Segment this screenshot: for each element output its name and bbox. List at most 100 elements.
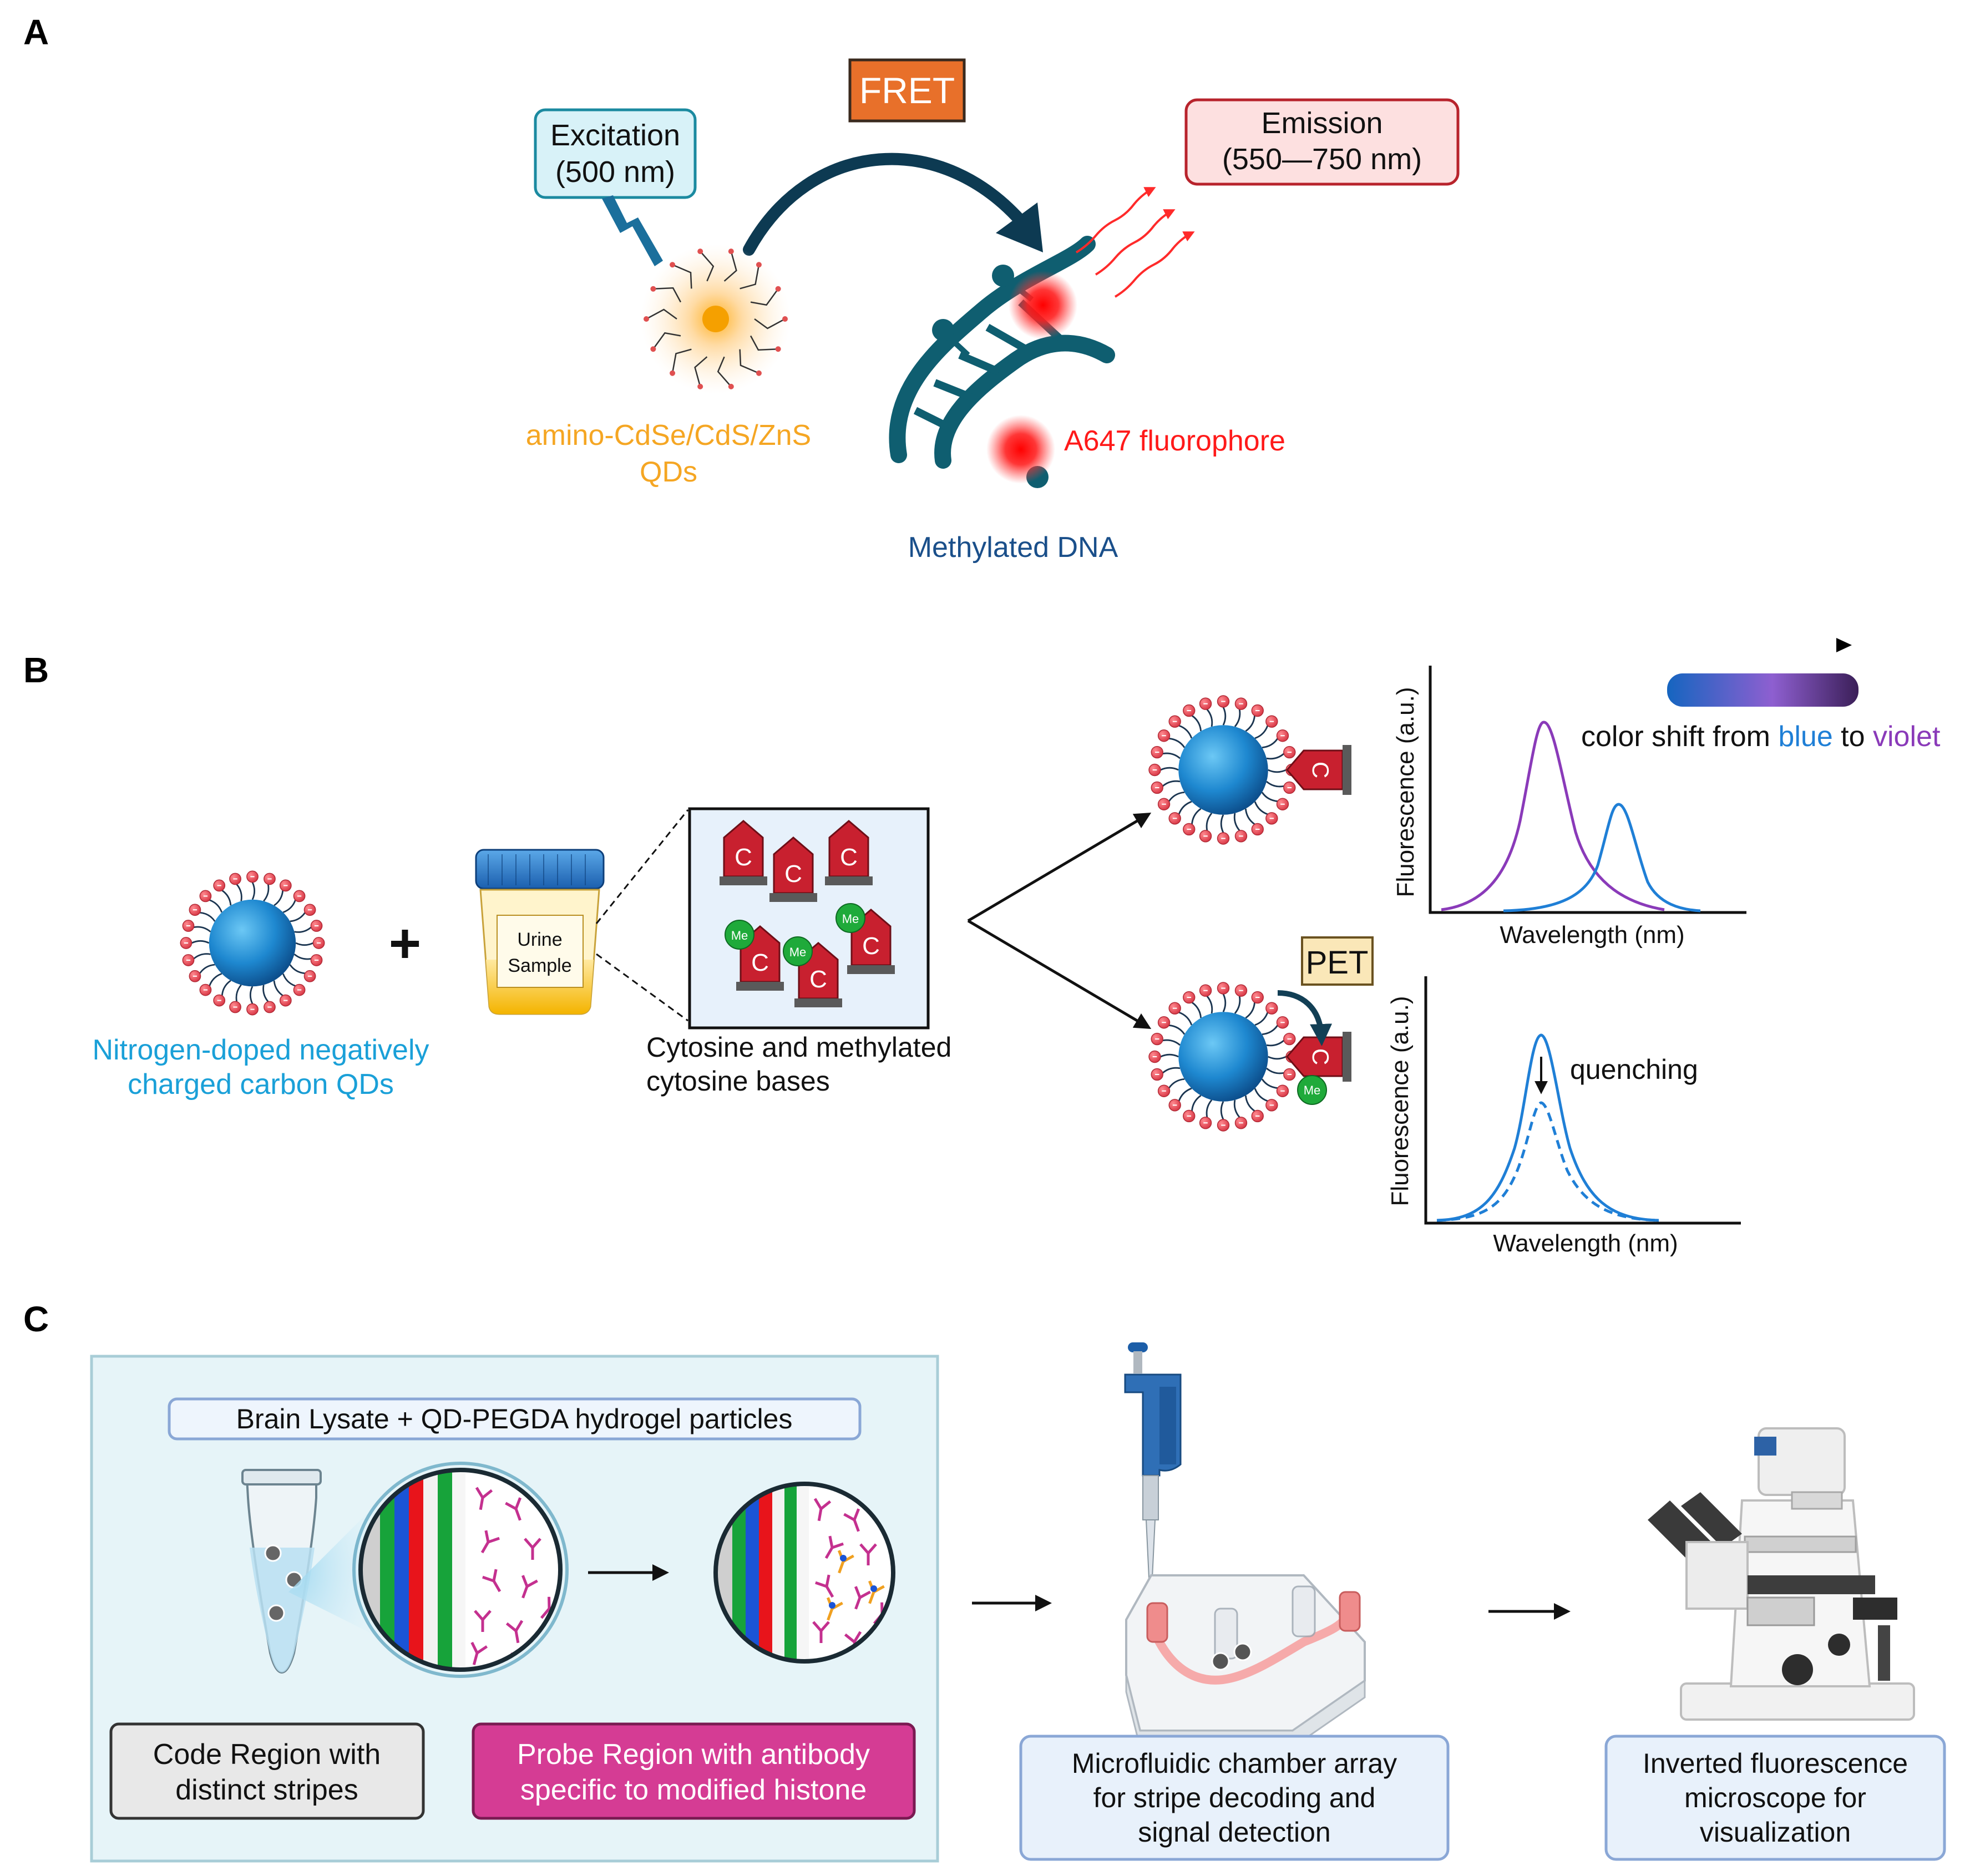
eppendorf-tube-icon [241, 1469, 322, 1674]
bases-label-line2: cytosine bases [646, 1066, 830, 1097]
lysate-label: Brain Lysate + QD-PEGDA hydrogel particl… [236, 1403, 793, 1434]
urine-label-line2: Sample [508, 955, 571, 976]
pet-label: PET [1306, 945, 1369, 981]
plot-top-xlabel: Wavelength (nm) [1500, 921, 1684, 949]
urine-sample-cup-icon: Urine Sample [475, 849, 605, 1015]
color-shift-violet: violet [1873, 721, 1941, 753]
fret-arrowhead-icon [996, 202, 1043, 252]
fret-label: FRET [859, 70, 955, 111]
plot-top-ylabel: Fluorescence (a.u.) [1392, 687, 1419, 897]
fret-arrow-icon [743, 153, 1032, 256]
pet-label-box: PET [1301, 936, 1374, 986]
probe-label-line2: specific to modified histone [520, 1774, 867, 1806]
svg-text:C: C [809, 966, 827, 993]
blue-spectrum-line [1503, 803, 1701, 912]
pet-arrow-icon [1277, 990, 1333, 1046]
scope-label-line1: Inverted fluorescence [1643, 1748, 1908, 1779]
lightning-bolt-icon [602, 195, 663, 266]
excitation-line1: Excitation [550, 119, 680, 152]
fluorophore-glow-top [1009, 271, 1077, 339]
quenched-spectrum-line [1436, 1101, 1659, 1222]
microscope-label-box: Inverted fluorescence microscope for vis… [1604, 1735, 1946, 1861]
svg-text:C: C [862, 932, 880, 960]
svg-text:C: C [1308, 762, 1334, 778]
zoom-cone [288, 1503, 377, 1636]
panel-c-letter: C [23, 1299, 49, 1339]
quenching-label: quenching [1570, 1054, 1698, 1085]
methylated-dna-icon [889, 236, 1115, 488]
emission-line1: Emission [1261, 107, 1382, 140]
color-shift-caption: color shift from blue to violet [1581, 721, 1941, 753]
svg-text:Me: Me [789, 945, 807, 959]
pipette-icon [1124, 1342, 1182, 1611]
chip-label-line1: Microfluidic chamber array [1072, 1748, 1397, 1779]
panel-b-letter: B [23, 650, 49, 690]
shift-arrowhead-icon [1836, 638, 1852, 652]
excitation-label-box: Excitation (500 nm) [534, 108, 697, 199]
probe-region-box: Probe Region with antibody specific to m… [472, 1722, 916, 1820]
fluorophore-glow-bottom [986, 415, 1055, 484]
plot-top-spectrum: Fluorescence (a.u.) Wavelength (nm) [1392, 666, 1746, 949]
plus-sign: + [389, 912, 421, 975]
panel-c: C Brain Lysate + QD-PEGDA hydrogel parti… [23, 1299, 1946, 1863]
qd-label-line1: amino-CdSe/CdS/ZnS [526, 419, 811, 452]
dna-label: Methylated DNA [908, 531, 1118, 564]
branch-arrow-bottom [967, 919, 1152, 1030]
probe-label-line1: Probe Region with antibody [517, 1738, 870, 1771]
original-spectrum-line [1436, 1033, 1659, 1222]
plot-bottom-xlabel: Wavelength (nm) [1493, 1230, 1678, 1257]
svg-text:C: C [751, 949, 769, 976]
code-label-line2: distinct stripes [175, 1774, 358, 1806]
panel-a: A FRET Excitation (500 nm) Emission (550… [23, 12, 1460, 564]
plot-top-axes [1429, 666, 1746, 914]
svg-text:C: C [784, 860, 802, 888]
plot-bottom-ylabel: Fluorescence (a.u.) [1386, 996, 1414, 1206]
bases-label-line1: Cytosine and methylated [646, 1032, 951, 1063]
svg-text:C: C [1308, 1048, 1334, 1065]
microfluidic-chip-icon [1125, 1574, 1366, 1748]
zoom-line-bottom [596, 953, 688, 1022]
chip-label-box: Microfluidic chamber array for stripe de… [1019, 1735, 1450, 1861]
svg-text:Me: Me [1304, 1083, 1321, 1097]
lysate-label-box: Brain Lysate + QD-PEGDA hydrogel particl… [168, 1397, 862, 1441]
cqd-label-line2: charged carbon QDs [128, 1068, 394, 1101]
color-shift-mid: to [1833, 721, 1873, 753]
svg-text:Me: Me [842, 912, 859, 926]
code-region-box: Code Region with distinct stripes [109, 1722, 425, 1820]
cqd-cytosine-complex-icon: C [1148, 695, 1351, 845]
emission-waves-icon [1075, 187, 1195, 298]
svg-text:Me: Me [731, 929, 748, 942]
chip-label-line2: for stripe decoding and [1093, 1782, 1376, 1813]
qd-label-line2: QDs [640, 456, 697, 488]
color-shift-gradient-bar [1667, 673, 1858, 707]
panel-b: B Nitrogen-doped negatively charged carb… [23, 638, 1941, 1257]
chip-label-line3: signal detection [1138, 1817, 1330, 1848]
fluorophore-label: A647 fluorophore [1064, 425, 1285, 457]
cqd-label-line1: Nitrogen-doped negatively [92, 1034, 429, 1066]
violet-spectrum-line [1441, 721, 1665, 911]
code-label-line1: Code Region with [153, 1738, 381, 1771]
qd-nanoparticle-icon [641, 244, 791, 394]
excitation-line2: (500 nm) [555, 155, 675, 189]
color-shift-blue: blue [1778, 721, 1832, 753]
emission-line2: (550—750 nm) [1222, 143, 1422, 176]
branch-arrow-top [967, 812, 1152, 922]
cqd-methylcytosine-complex-icon: C Me [1148, 982, 1351, 1132]
carbon-qd-icon [180, 870, 325, 1016]
color-shift-prefix: color shift from [1581, 721, 1778, 753]
inverted-microscope-icon [1648, 1427, 1915, 1721]
svg-text:C: C [735, 844, 752, 871]
panel-a-letter: A [23, 12, 49, 52]
zoom-line-top [595, 809, 689, 924]
fret-label-box: FRET [848, 58, 966, 123]
scope-label-line2: microscope for [1684, 1782, 1866, 1813]
urine-label-line1: Urine [517, 929, 562, 950]
scope-label-line3: visualization [1700, 1817, 1851, 1848]
svg-text:C: C [840, 844, 858, 871]
plot-bottom-spectrum: quenching Fluorescence (a.u.) Wavelength… [1386, 976, 1741, 1257]
hydrogel-particle-zoom-before [352, 1462, 569, 1678]
emission-label-box: Emission (550—750 nm) [1184, 98, 1460, 186]
plot-bottom-axes [1424, 976, 1741, 1225]
